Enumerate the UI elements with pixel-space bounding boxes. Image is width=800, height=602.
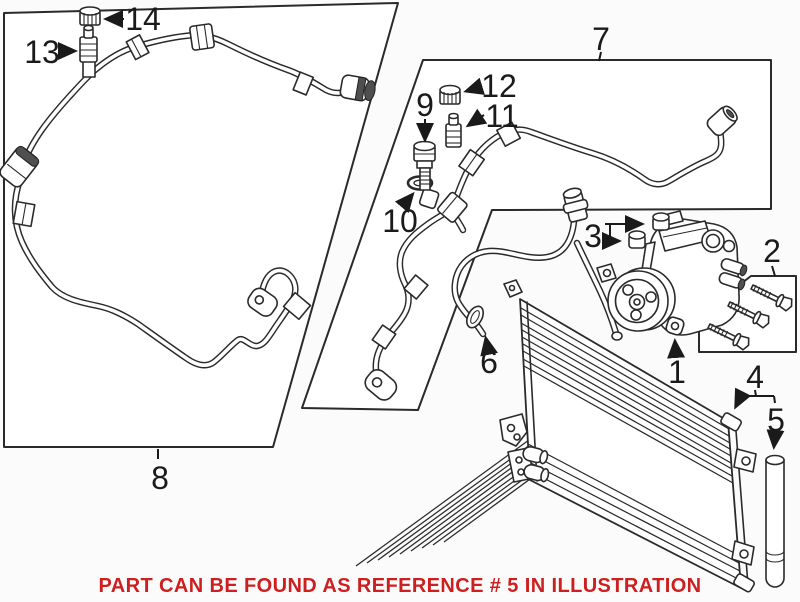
condenser-right-tabs [731,448,757,566]
pipe-flange-fitting [364,368,398,401]
callout-label-8: 8 [151,460,169,496]
pipe-end-fitting [706,105,738,137]
callout-label-11: 11 [485,98,518,134]
callout-labels: 1 2 3 4 5 6 7 8 9 10 11 12 13 14 [24,1,785,496]
callout-label-5: 5 [767,402,785,438]
condenser-lower-mounts [507,445,550,483]
callout-leaders [58,10,785,459]
compressor-illustration [596,210,748,336]
grommet [465,305,485,329]
reference-caption: PART CAN BE FOUND AS REFERENCE # 5 IN IL… [99,575,702,597]
charge-valve-11 [445,112,462,148]
callout-label-2: 2 [763,233,781,269]
condenser-core-tubes [520,307,741,581]
hose-end-fitting [0,145,40,188]
mounting-bolts-2 [707,284,793,351]
port-caps-3 [628,212,670,249]
callout-label-7: 7 [592,21,610,57]
hose-fitting [562,187,589,223]
hose-end-fitting [339,74,376,102]
pressure-sensor-9 [413,140,436,191]
receiver-drier-5 [765,454,785,588]
callout-label-12: 12 [481,68,517,104]
callout-label-14: 14 [125,1,161,37]
callout-label-3: 3 [584,218,602,254]
pipe-assembly-7 [364,84,738,401]
condenser-corner-bracket [503,279,523,298]
condenser-left-bracket [499,413,528,447]
callout-label-4: 4 [746,359,764,395]
callout-label-6: 6 [480,344,498,380]
callout-label-10: 10 [382,203,418,239]
condenser-illustration [355,279,757,593]
callout-label-9: 9 [416,87,434,123]
valve-cap-14 [79,6,101,26]
callout-label-1: 1 [668,354,686,390]
pipe-junction [437,191,468,223]
callout-label-13: 13 [24,34,60,70]
suction-hose-6 [451,187,623,341]
hose-assembly-8 [0,6,376,369]
reference-box-8 [3,2,399,448]
service-port-valve-13 [79,24,98,78]
valve-cap-12 [439,84,461,105]
hose-flange-fitting [247,287,279,317]
